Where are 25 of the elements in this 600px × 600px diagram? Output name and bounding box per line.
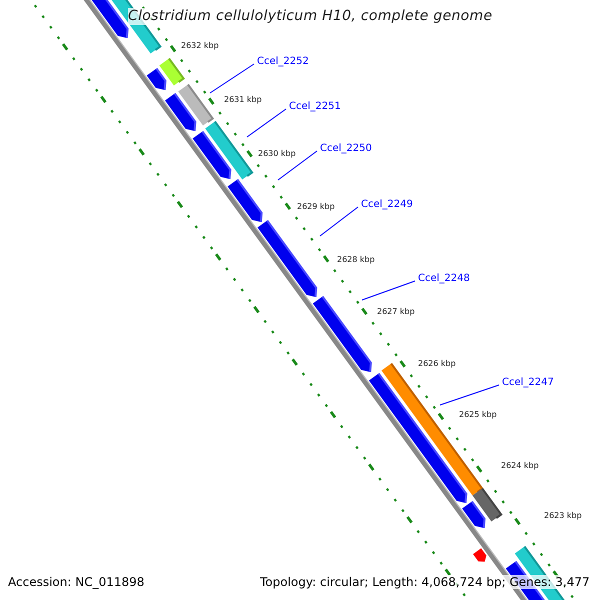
leader-line: [210, 64, 254, 94]
scale-label: 2627 kbp: [377, 307, 415, 317]
leader-line: [362, 280, 416, 300]
gene-label: Ccel_2248: [418, 273, 470, 285]
scale-label: 2625 kbp: [459, 410, 497, 420]
gene-label: Ccel_2251: [289, 101, 341, 113]
leader-line: [246, 108, 286, 138]
gene-label: Ccel_2250: [320, 143, 372, 155]
scale-label: 2626 kbp: [418, 359, 456, 369]
footer-text: Topology: circular; Length: 4,068,724 bp; Genes: 3,477: [260, 575, 590, 590]
gene-label: Ccel_2252: [257, 56, 309, 68]
gene-label: Ccel_2247: [502, 377, 554, 389]
gene-label: Ccel_2249: [361, 199, 413, 211]
scale-label: 2628 kbp: [337, 255, 375, 265]
scale-label: 2629 kbp: [297, 202, 335, 212]
scale-label: 2624 kbp: [501, 461, 539, 471]
scale-label: 2630 kbp: [258, 149, 296, 159]
leader-line: [440, 384, 500, 406]
scale-label: 2623 kbp: [544, 511, 582, 521]
scale-label: 2632 kbp: [181, 41, 219, 51]
leader-line: [320, 206, 358, 236]
footer-text: Accession: NC_011898: [8, 575, 144, 590]
scale-label: 2631 kbp: [224, 95, 262, 105]
leader-line: [278, 150, 318, 180]
map-title: Clostridium cellulolyticum H10, complete genome: [128, 8, 492, 25]
